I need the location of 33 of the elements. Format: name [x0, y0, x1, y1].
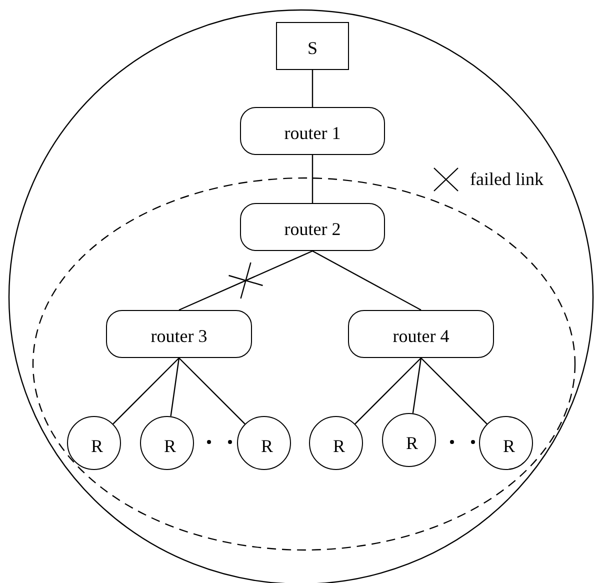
link-line	[312, 155, 314, 203]
receiver-node	[382, 413, 436, 467]
link-line	[412, 358, 422, 414]
link-line	[354, 358, 422, 424]
link-line	[178, 358, 246, 424]
receiver-node	[140, 416, 194, 470]
node-label: R	[406, 434, 418, 452]
router-box	[106, 310, 252, 358]
link-line	[112, 358, 180, 424]
node-label: R	[502, 437, 515, 455]
link-line	[178, 250, 313, 311]
link-line	[170, 358, 180, 416]
receiver-node	[479, 416, 533, 470]
source-node	[276, 22, 349, 70]
receiver-node	[309, 416, 363, 470]
router-box	[240, 203, 385, 251]
node-label: S	[307, 39, 318, 57]
link-line	[420, 358, 488, 424]
receiver-node	[67, 416, 121, 470]
link-line	[312, 250, 422, 311]
node-label: R	[164, 437, 176, 455]
node-label: router 3	[150, 327, 208, 345]
router-box	[348, 310, 494, 358]
node-label: R	[260, 437, 273, 455]
node-label: router 2	[284, 220, 341, 238]
node-label: R	[90, 437, 103, 455]
node-label: router 4	[392, 327, 450, 345]
node-label: R	[332, 437, 345, 455]
legend-label: failed link	[470, 169, 544, 191]
receiver-node	[237, 416, 291, 470]
node-label: router 1	[284, 124, 341, 142]
router-box	[240, 107, 385, 155]
link-line	[312, 70, 314, 107]
